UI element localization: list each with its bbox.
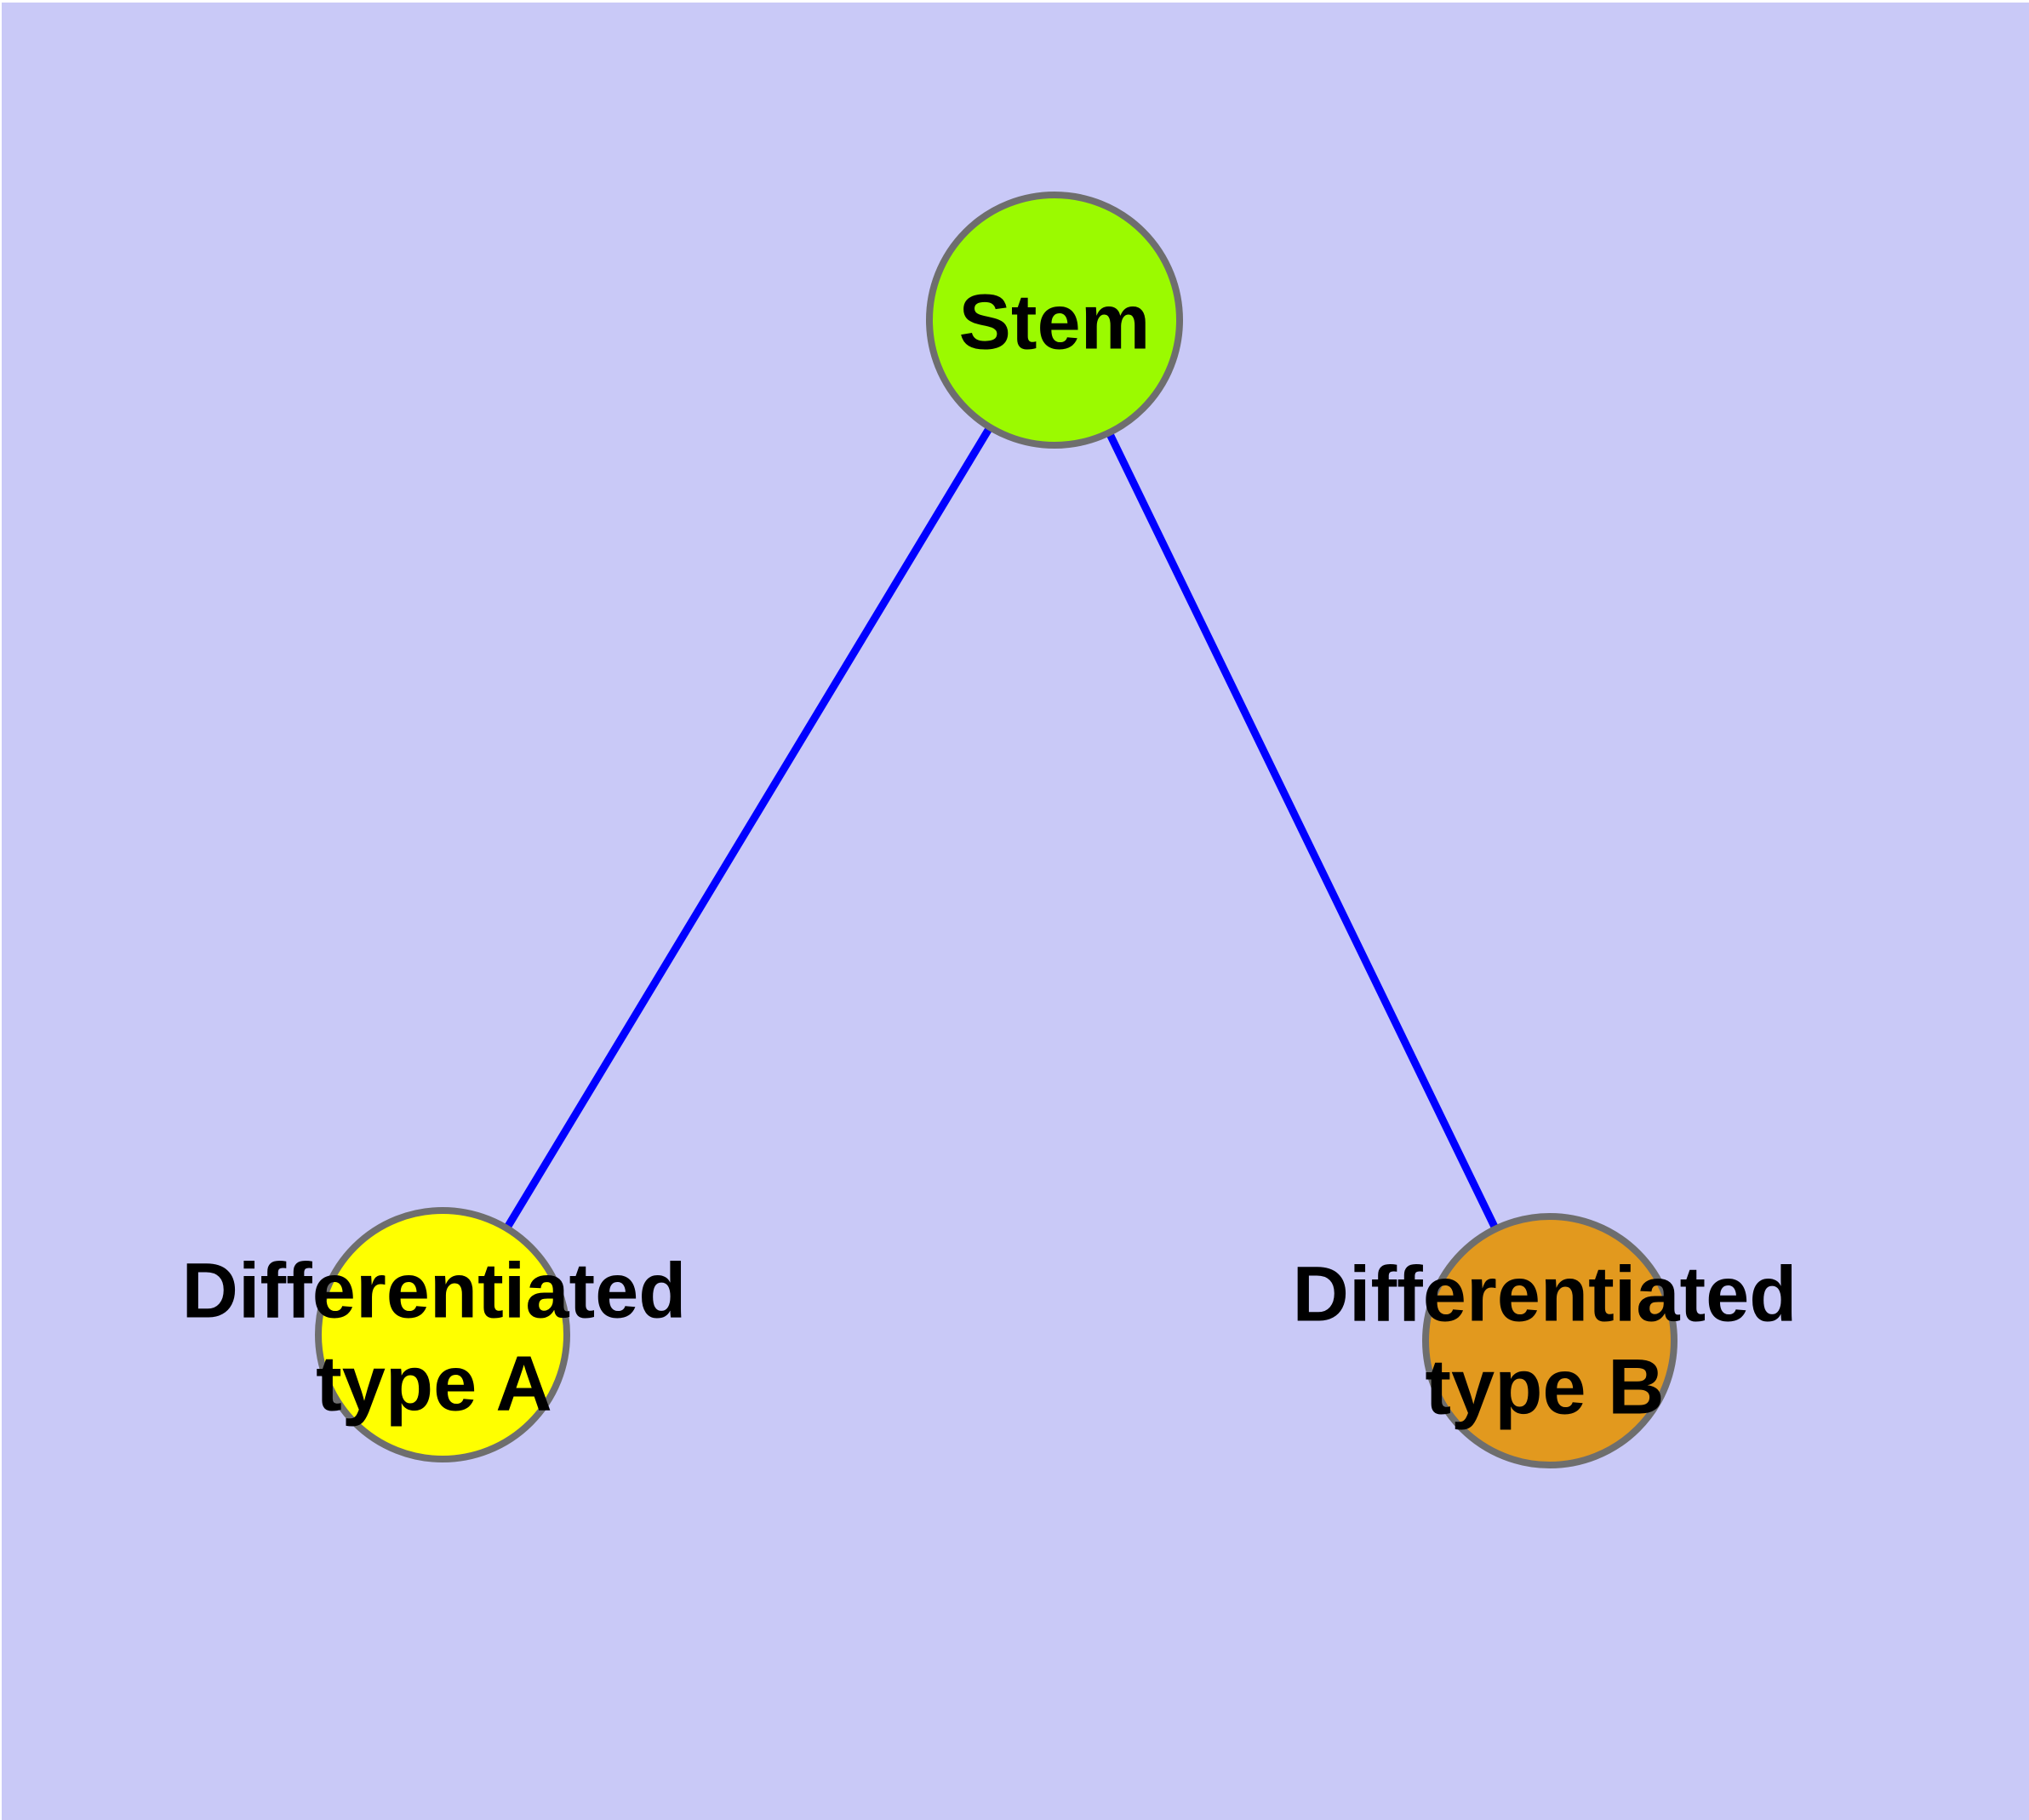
node-label-stem: Stem <box>958 278 1151 366</box>
node-differentiated-type-b <box>1422 1213 1677 1468</box>
node-differentiated-type-a <box>315 1207 570 1462</box>
diagram-canvas: Stem Differentiated type A Differentiate… <box>2 3 2029 1820</box>
node-label-differentiated-type-b: Differentiated type B <box>1292 1251 1798 1430</box>
edge-stem-to-type-b <box>1050 318 1554 1342</box>
edges-layer <box>439 318 1554 1342</box>
edge-stem-to-type-a <box>439 318 1058 1337</box>
node-label-differentiated-type-a: Differentiated type A <box>181 1247 687 1427</box>
node-stem <box>926 192 1183 449</box>
